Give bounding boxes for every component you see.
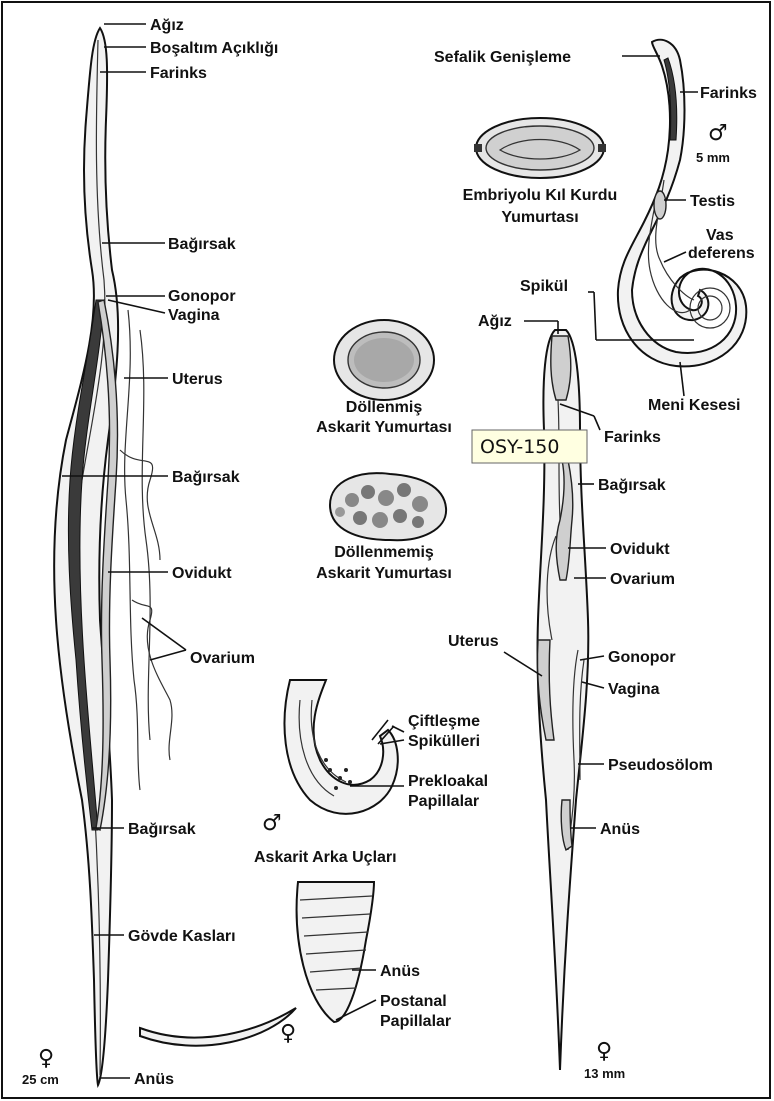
female-symbol-right: ♀: [596, 1039, 612, 1064]
label-vagina-right: Vagina: [608, 681, 660, 698]
label-ovarium-right: Ovarium: [610, 571, 675, 588]
label-ciftlesme-2: Spikülleri: [408, 733, 480, 750]
fertilized-ascaris-egg: Döllenmiş Askarit Yumurtası: [316, 320, 452, 436]
label-vagina: Vagina: [168, 307, 220, 324]
label-kil-kurdu-2: Yumurtası: [501, 209, 578, 226]
label-sefalik-genisleme: Sefalik Genişleme: [434, 49, 571, 66]
label-prekloakal-2: Papillalar: [408, 793, 479, 810]
label-vas: Vas: [706, 227, 734, 244]
ascaris-female-illustration: [54, 28, 172, 1085]
female-symbol-left: ♀: [38, 1046, 54, 1071]
whipworm-egg: Embriyolu Kıl Kurdu Yumurtası: [463, 118, 618, 226]
label-govde-kaslari: Gövde Kasları: [128, 928, 236, 945]
label-prekloakal-1: Prekloakal: [408, 773, 488, 790]
tooltip-text: OSY-150: [480, 436, 560, 458]
label-agiz-right: Ağız: [478, 313, 512, 330]
label-meni-kesesi: Meni Kesesi: [648, 397, 740, 414]
scale-left: 25 cm: [22, 1072, 59, 1087]
label-bagirsak-2: Bağırsak: [172, 469, 240, 486]
label-anus-tail: Anüs: [380, 963, 420, 980]
label-postanal-1: Postanal: [380, 993, 447, 1010]
male-symbol-top: ♂: [708, 121, 728, 146]
label-dollenmemis-1: Döllenmemiş: [334, 544, 434, 561]
label-ovidukt-right: Ovidukt: [610, 541, 670, 558]
label-gonopor-right: Gonopor: [608, 649, 676, 666]
female-tail-labels: Anüs Postanal Papillalar: [380, 963, 451, 1030]
label-anus-left: Anüs: [134, 1071, 174, 1088]
label-bagirsak-3: Bağırsak: [128, 821, 196, 838]
label-testis: Testis: [690, 193, 735, 210]
label-uterus: Uterus: [172, 371, 223, 388]
label-dollenmemis-2: Askarit Yumurtası: [316, 565, 452, 582]
ascaris-male-tail: [285, 680, 398, 814]
label-dollenmis-2: Askarit Yumurtası: [316, 419, 452, 436]
label-uterus-right: Uterus: [448, 633, 499, 650]
scale-right: 13 mm: [584, 1066, 625, 1081]
label-askarit-arka-uclari: Askarit Arka Uçları: [254, 849, 397, 866]
label-bagirsak-right: Bağırsak: [598, 477, 666, 494]
hover-tooltip: OSY-150: [472, 430, 587, 463]
label-farinks-right: Farinks: [604, 429, 661, 446]
label-bosaltim-acikligi: Boşaltım Açıklığı: [150, 40, 278, 57]
scale-male: 5 mm: [696, 150, 730, 165]
ascaris-female-tail: ♀: [140, 882, 374, 1046]
label-anus-right: Anüs: [600, 821, 640, 838]
unfertilized-ascaris-egg: Döllenmemiş Askarit Yumurtası: [316, 473, 452, 582]
label-gonopor: Gonopor: [168, 288, 236, 305]
label-farinks-male: Farinks: [700, 85, 757, 102]
label-spikul: Spikül: [520, 278, 568, 295]
female-symbol-tail: ♀: [280, 1021, 296, 1046]
label-agiz: Ağız: [150, 17, 184, 34]
label-dollenmis-1: Döllenmiş: [346, 399, 423, 416]
label-ciftlesme-1: Çiftleşme: [408, 713, 480, 730]
label-farinks: Farinks: [150, 65, 207, 82]
label-kil-kurdu-1: Embriyolu Kıl Kurdu: [463, 187, 618, 204]
label-ovidukt: Ovidukt: [172, 565, 232, 582]
male-symbol-tail: ♂: [262, 811, 282, 836]
label-postanal-2: Papillalar: [380, 1013, 451, 1030]
label-pseudosolom: Pseudosölom: [608, 757, 713, 774]
label-bagirsak-1: Bağırsak: [168, 236, 236, 253]
label-ovarium: Ovarium: [190, 650, 255, 667]
label-deferens: deferens: [688, 245, 755, 262]
